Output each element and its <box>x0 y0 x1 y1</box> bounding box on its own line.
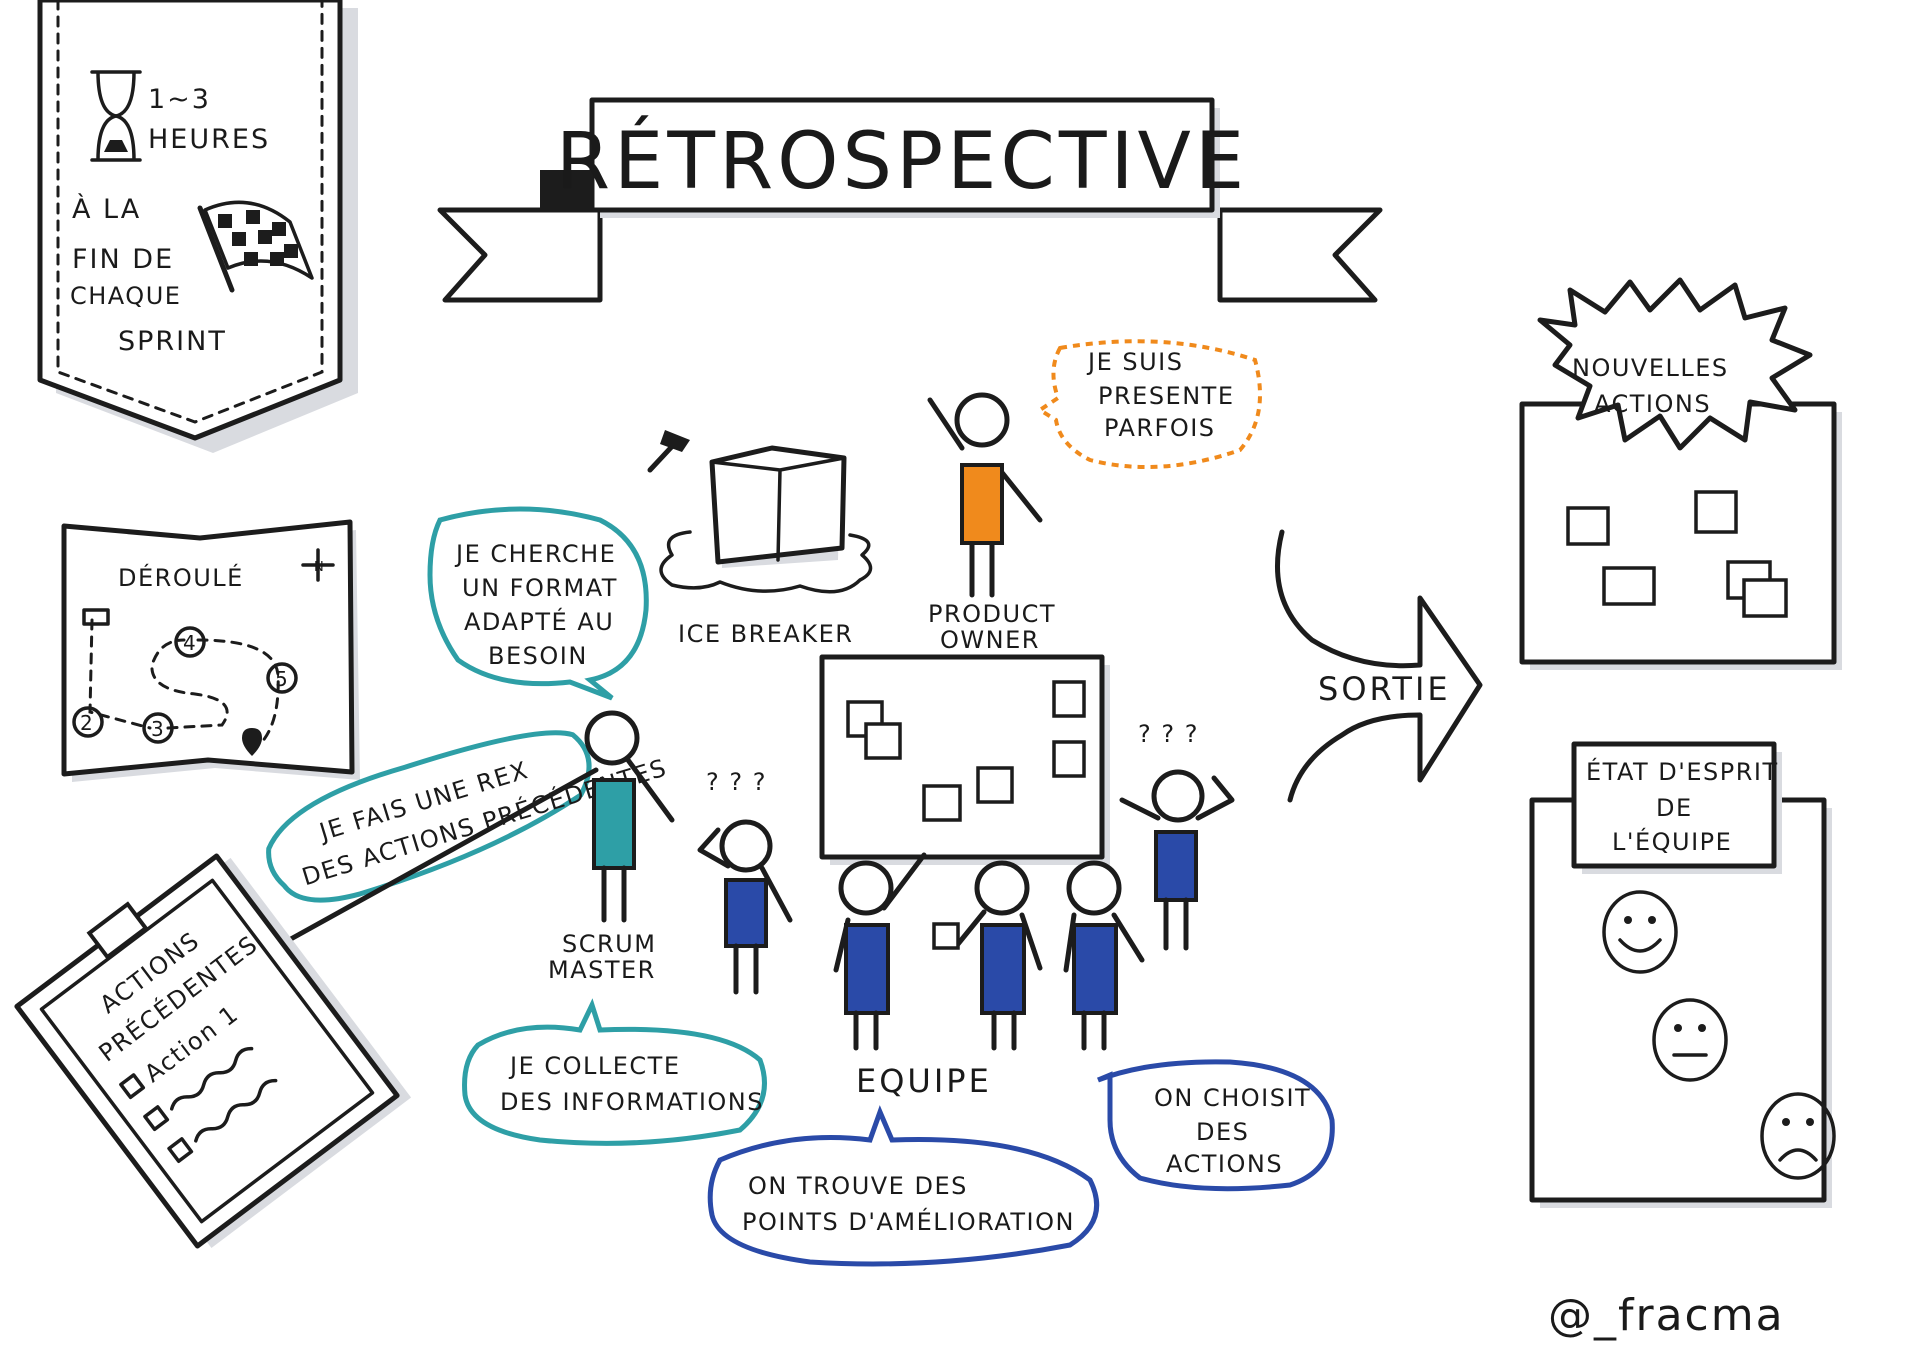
svg-text:UN FORMAT: UN FORMAT <box>462 574 618 602</box>
team-member-right <box>1063 860 1145 1051</box>
po-speech-bubble: JE SUIS PRESENTE PARFOIS <box>1036 339 1262 470</box>
duration-unit: HEURES <box>148 124 270 155</box>
team-label: EQUIPE <box>856 1062 992 1100</box>
checkered-flag-icon <box>197 200 314 293</box>
when-line-1: À LA <box>72 193 141 225</box>
team-improve-bubble: ON TROUVE DES POINTS D'AMÉLIORATION <box>707 1105 1100 1267</box>
map-title: DÉROULÉ <box>118 563 244 592</box>
destination-pin-icon <box>242 728 262 756</box>
happy-face-icon <box>1602 890 1678 974</box>
team-member-confused-right: ? ? ? <box>1119 720 1235 951</box>
sticky-note <box>1052 680 1086 718</box>
output-arrow: SORTIE <box>1275 529 1483 803</box>
svg-text:? ? ?: ? ? ? <box>1138 720 1199 748</box>
po-label-1: PRODUCT <box>928 600 1056 628</box>
step-5: 5 <box>266 662 298 694</box>
page-title: RÉTROSPECTIVE <box>556 115 1248 207</box>
sticky-note <box>922 784 962 822</box>
agenda-map: DÉROULÉ N 2 3 4 5 <box>61 519 360 782</box>
team-member-pointing <box>833 852 927 1051</box>
mood-title-2: DE <box>1656 794 1693 822</box>
svg-text:? ? ?: ? ? ? <box>706 768 767 796</box>
sm-label-1: SCRUM <box>562 930 656 958</box>
svg-text:ACTIONS: ACTIONS <box>1166 1150 1283 1178</box>
duration-banner: 1~3 HEURES À LA FIN DE CHAQUE SPRINT <box>37 0 358 453</box>
svg-text:POINTS D'AMÉLIORATION: POINTS D'AMÉLIORATION <box>742 1207 1075 1236</box>
step-2: 2 <box>72 706 104 738</box>
sticky-note <box>1742 578 1788 618</box>
neutral-face-icon <box>1652 998 1728 1082</box>
sad-face-icon <box>1760 1092 1836 1180</box>
team: ? ? ? ? ? ? <box>697 720 1335 1267</box>
mood-title-3: L'ÉQUIPE <box>1612 827 1732 856</box>
svg-text:BESOIN: BESOIN <box>488 642 588 670</box>
team-member-holding-note <box>932 860 1043 1051</box>
ice-breaker: ICE BREAKER <box>647 430 873 648</box>
svg-text:N: N <box>314 560 324 575</box>
svg-text:ADAPTÉ AU: ADAPTÉ AU <box>464 607 614 636</box>
sm-label-2: MASTER <box>548 956 656 984</box>
previous-actions-clipboard: ACTIONS PRÉCÉDENTES Action 1 <box>14 853 412 1249</box>
signature: @_fracma <box>1548 1290 1785 1341</box>
step-3: 3 <box>142 712 174 744</box>
product-owner: JE SUIS PRESENTE PARFOIS PRODUCT OWNER <box>927 339 1262 654</box>
svg-text:JE COLLECTE: JE COLLECTE <box>508 1052 681 1080</box>
when-line-2: FIN DE <box>72 244 174 275</box>
sticky-note <box>976 766 1014 804</box>
sm-collect-bubble: JE COLLECTE DES INFORMATIONS <box>462 998 767 1146</box>
scrum-master: JE CHERCHE UN FORMAT ADAPTÉ AU BESOIN JE… <box>266 506 767 1146</box>
hammer-icon <box>647 430 690 473</box>
step-4: 4 <box>174 626 206 658</box>
team-mood-board: ÉTAT D'ESPRIT DE L'ÉQUIPE <box>1529 741 1836 1208</box>
svg-text:4: 4 <box>183 631 196 655</box>
svg-text:DES: DES <box>1196 1118 1249 1146</box>
mood-title-1: ÉTAT D'ESPRIT <box>1586 757 1779 786</box>
compass-icon: N <box>301 548 335 582</box>
new-actions-board: NOUVELLES ACTIONS <box>1519 277 1842 670</box>
svg-text:DES INFORMATIONS: DES INFORMATIONS <box>500 1088 764 1116</box>
start-pin-icon <box>82 608 110 626</box>
svg-text:JE CHERCHE: JE CHERCHE <box>454 540 616 568</box>
svg-text:3: 3 <box>151 717 164 741</box>
team-member-confused-left: ? ? ? <box>697 768 793 995</box>
team-board <box>819 654 1110 865</box>
svg-text:PRESENTE: PRESENTE <box>1098 382 1235 410</box>
svg-text:ON CHOISIT: ON CHOISIT <box>1154 1084 1311 1112</box>
svg-text:ON TROUVE DES: ON TROUVE DES <box>748 1172 968 1200</box>
output-label: SORTIE <box>1318 670 1451 708</box>
po-label-2: OWNER <box>940 626 1040 654</box>
when-line-3: CHAQUE <box>70 282 181 310</box>
hourglass-icon <box>90 70 142 162</box>
sticky-note <box>1694 490 1738 534</box>
sticky-note <box>1052 740 1086 778</box>
sm-format-bubble: JE CHERCHE UN FORMAT ADAPTÉ AU BESOIN <box>427 506 649 701</box>
svg-text:JE SUIS: JE SUIS <box>1086 348 1183 376</box>
team-choose-bubble: ON CHOISIT DES ACTIONS <box>1097 1059 1335 1192</box>
sticky-note <box>864 722 902 760</box>
svg-text:2: 2 <box>80 711 93 735</box>
ice-breaker-label: ICE BREAKER <box>678 620 853 648</box>
when-line-4: SPRINT <box>118 326 227 357</box>
svg-text:5: 5 <box>275 667 288 691</box>
duration-value: 1~3 <box>148 84 211 115</box>
title-banner: RÉTROSPECTIVE <box>437 97 1383 303</box>
sticky-note <box>1602 566 1656 606</box>
sticky-note <box>1566 506 1610 546</box>
new-actions-title-2: ACTIONS <box>1594 390 1711 418</box>
svg-text:PARFOIS: PARFOIS <box>1104 414 1216 442</box>
new-actions-title-1: NOUVELLES <box>1572 354 1729 382</box>
